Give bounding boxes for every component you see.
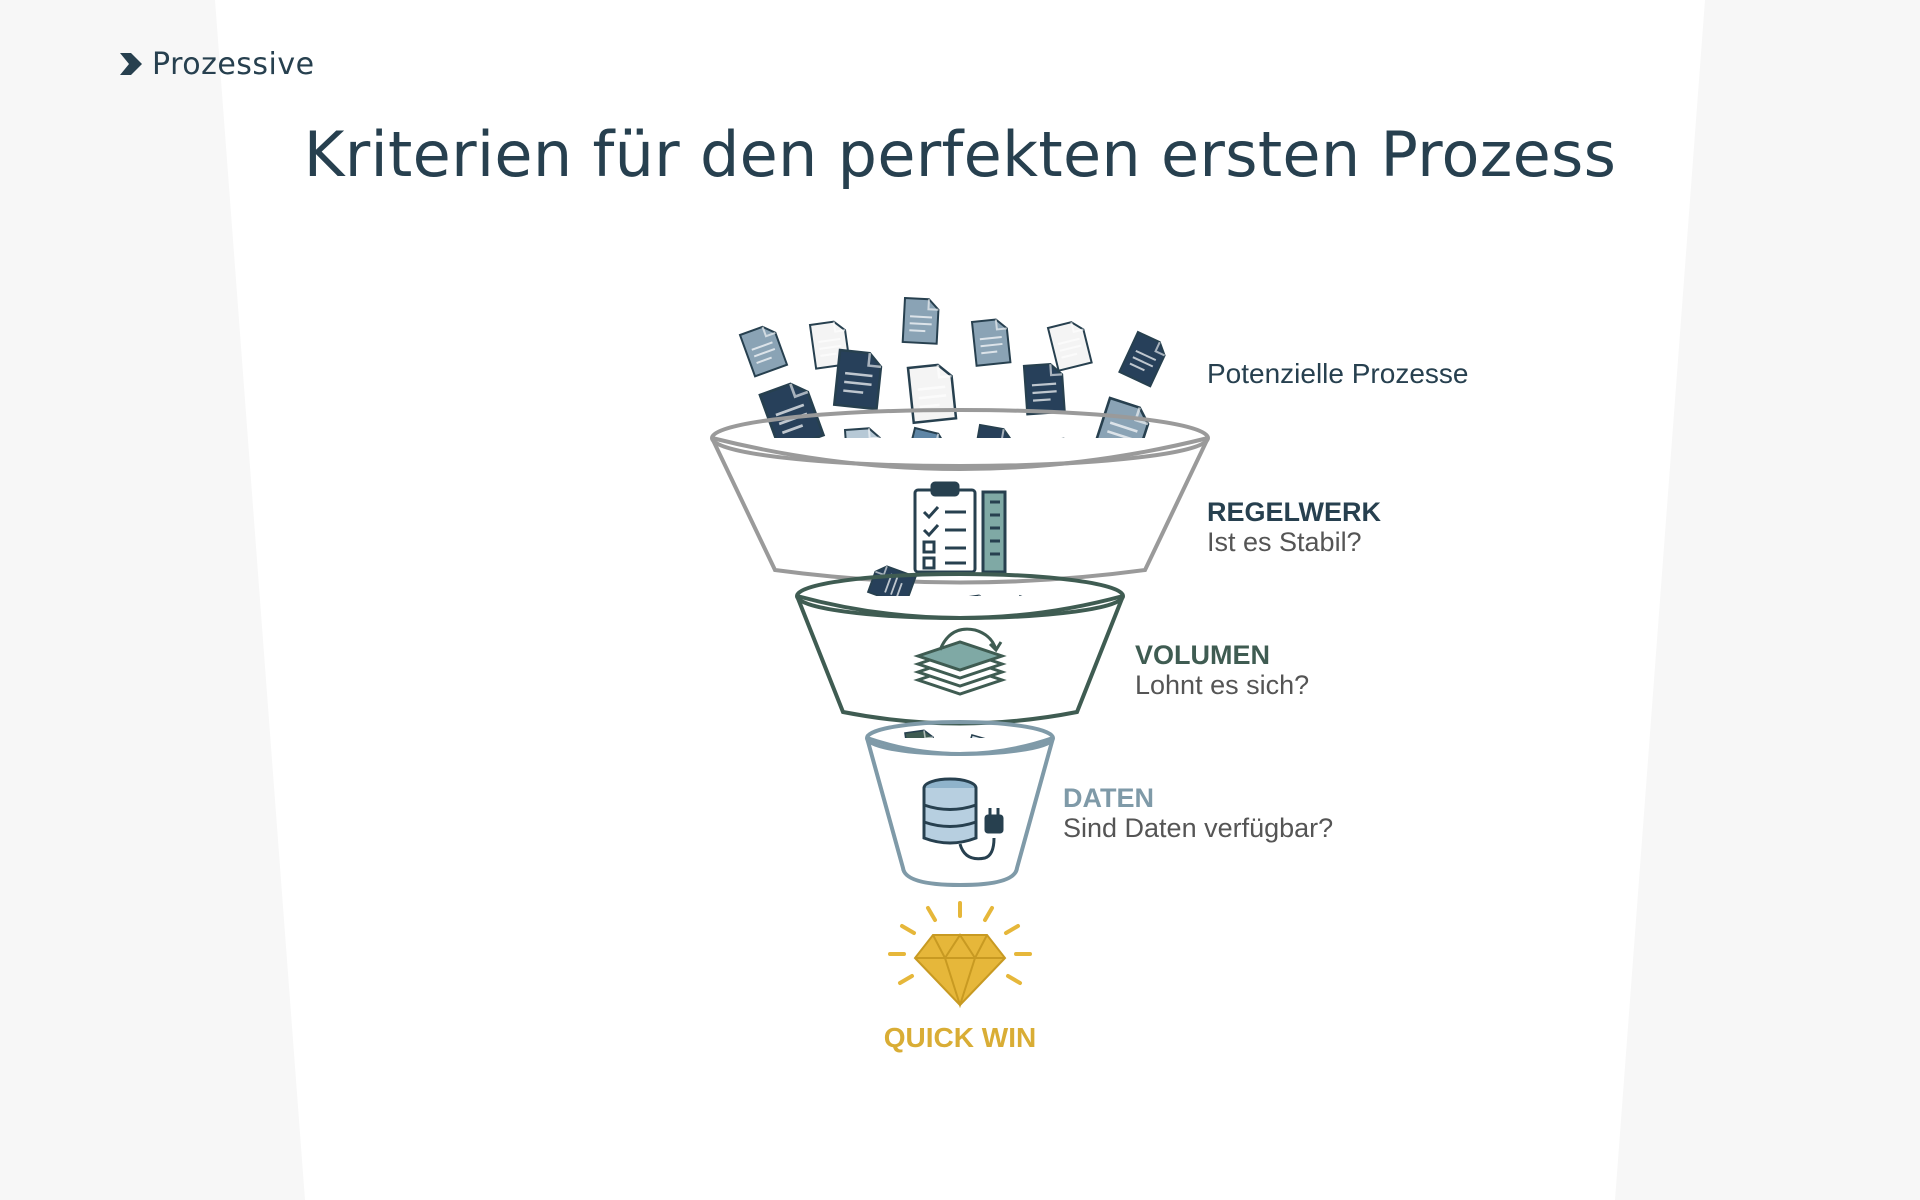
document-stack-icon [913, 627, 1007, 696]
page-title: Kriterien für den perfekten ersten Proze… [303, 118, 1617, 191]
stage-heading: DATEN [1063, 783, 1154, 813]
stage-heading: REGELWERK [1207, 497, 1382, 527]
quick-win-label: QUICK WIN [883, 1022, 1037, 1053]
stage-question: Sind Daten verfügbar? [1063, 813, 1334, 843]
stage-question: Lohnt es sich? [1135, 670, 1310, 700]
brand-name: Prozessive [152, 46, 315, 82]
potential-processes-label: Potenzielle Prozesse [1207, 358, 1469, 389]
brand-logo: Prozessive [118, 44, 315, 84]
stage-question: Ist es Stabil? [1207, 527, 1362, 557]
database-plug-icon [922, 777, 1004, 861]
stage-label-daten: DATEN Sind Daten verfügbar? [1063, 783, 1333, 843]
stage-heading: VOLUMEN [1135, 640, 1270, 670]
diamond-icon [888, 901, 1032, 1009]
stage-label-volumen: VOLUMEN Lohnt es sich? [1135, 640, 1309, 700]
chevron-right-icon [120, 53, 142, 75]
stage-label-regelwerk: REGELWERK Ist es Stabil? [1207, 497, 1381, 557]
clipboard-checklist-icon [913, 481, 1007, 574]
